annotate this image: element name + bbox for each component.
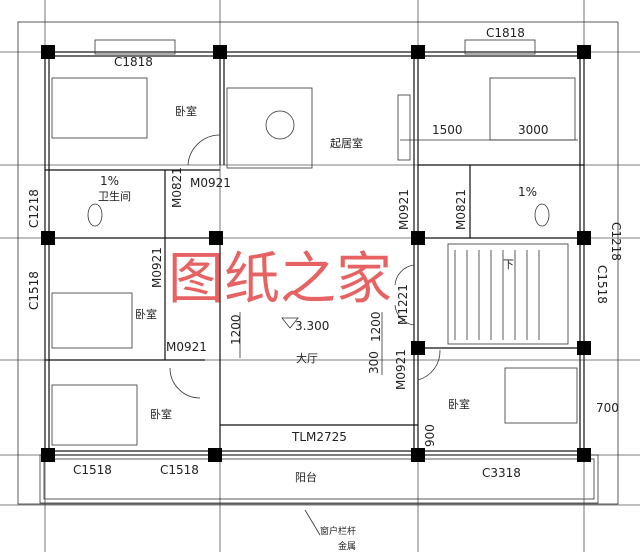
door-label: M0921 (394, 349, 408, 390)
watermark: 图纸之家 (168, 247, 392, 312)
window-label: C1818 (114, 55, 153, 69)
window-label: C1518 (595, 265, 609, 304)
window-label: C1818 (486, 26, 525, 40)
room-label-hall: 大厅 (296, 351, 318, 365)
dimension-label: 300 (367, 351, 381, 374)
door-label: M0921 (166, 340, 207, 354)
door-label: TLM2725 (291, 430, 347, 444)
dimension-label: 700 (596, 401, 619, 415)
room-label-bedroom: 卧室 (150, 407, 172, 421)
dimension-label: 900 (423, 424, 437, 447)
door-label: M1221 (396, 284, 410, 325)
door-label: M0821 (454, 189, 468, 230)
dimension-label: 3000 (518, 123, 549, 137)
room-label-bath: 卫生间 (98, 189, 131, 203)
dimension-label: 1200 (369, 311, 383, 342)
window-label: C1218 (609, 222, 623, 261)
slope-label: 1% (518, 185, 537, 199)
room-label-living: 起居室 (330, 136, 363, 150)
window-label: C1518 (27, 271, 41, 310)
window-label: C3318 (482, 466, 521, 480)
door-label: M0921 (397, 189, 411, 230)
dimension-label: 1200 (229, 314, 243, 345)
room-label-balcony: 阳台 (295, 470, 317, 484)
room-label-bedroom: 卧室 (135, 307, 157, 321)
metal-note: 金属 (338, 540, 356, 552)
door-label: M0821 (170, 167, 184, 208)
door-label: M0921 (150, 247, 164, 288)
room-label-bedroom: 卧室 (175, 104, 197, 118)
elevation-label: 3.300 (295, 319, 329, 333)
window-label: C1218 (27, 189, 41, 228)
furniture (51, 77, 578, 536)
room-label-bedroom: 卧室 (448, 397, 470, 411)
slope-label: 1% (100, 174, 119, 188)
railing-note: 窗户栏杆 (320, 525, 356, 537)
walls (39, 39, 599, 504)
dimension-label: 1500 (432, 123, 463, 137)
stair-down-label: 下 (503, 258, 514, 271)
staircase (447, 243, 569, 345)
door-label: M0921 (190, 176, 231, 190)
window-label: C1518 (73, 463, 112, 477)
columns (41, 45, 591, 462)
window-label: C1518 (160, 463, 199, 477)
